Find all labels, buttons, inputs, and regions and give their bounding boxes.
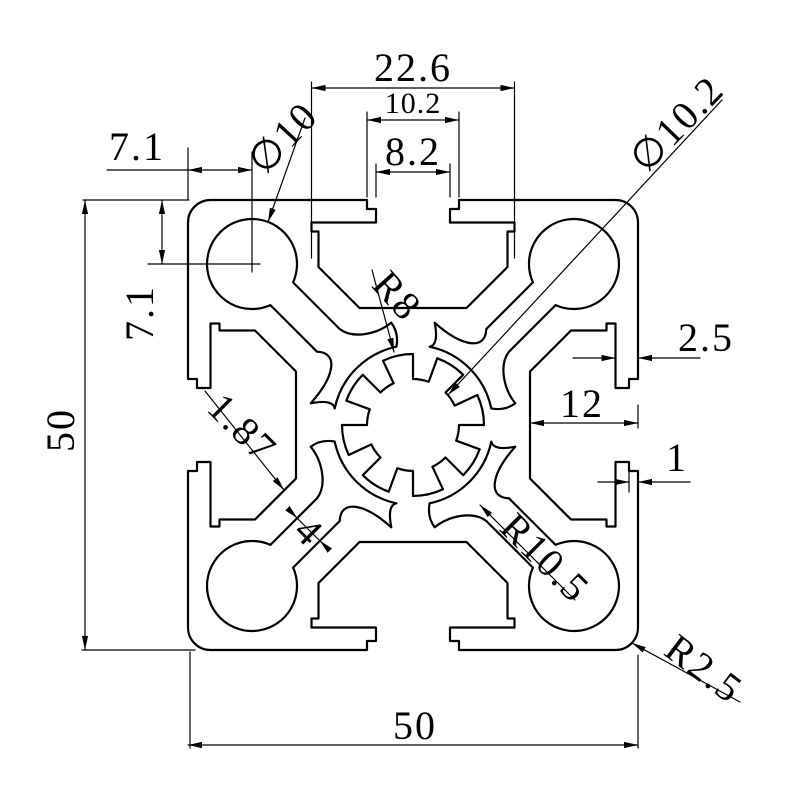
dim-corner-radius: R2.5 (657, 625, 752, 712)
dimension-lines (81, 81, 741, 749)
dim-slot-step-width: 10.2 (385, 87, 442, 120)
dimension-shafts (84, 87, 701, 746)
corner-cavity-top-left (205, 217, 399, 410)
dim-corner-hole-offset-h: 7.1 (109, 124, 165, 169)
dim-spline-radius: R8 (364, 262, 431, 330)
dimension-labels: 22.6 10.2 8.2 7.1 7.1 50 50 2.5 12 1 ∅10… (38, 45, 752, 748)
leader-lines (204, 99, 741, 703)
center-spline-hole (340, 352, 486, 498)
corner-cavities (205, 217, 621, 633)
dim-edge-step-depth: 1 (666, 435, 688, 480)
dim-slot-cavity-width: 22.6 (374, 45, 452, 90)
dim-slot-depth: 12 (560, 381, 604, 426)
dim-web-thickness: 1.87 (199, 384, 286, 471)
dim-profile-width: 50 (393, 703, 437, 748)
dim-wall-thickness: 2.5 (678, 315, 734, 360)
dim-slot-opening-width: 8.2 (385, 129, 441, 174)
dim-corner-hole-offset-v: 7.1 (117, 285, 162, 341)
extension-lines (81, 81, 639, 749)
dim-center-hole-diameter: ∅10.2 (621, 67, 733, 181)
dim-profile-height: 50 (38, 408, 83, 452)
